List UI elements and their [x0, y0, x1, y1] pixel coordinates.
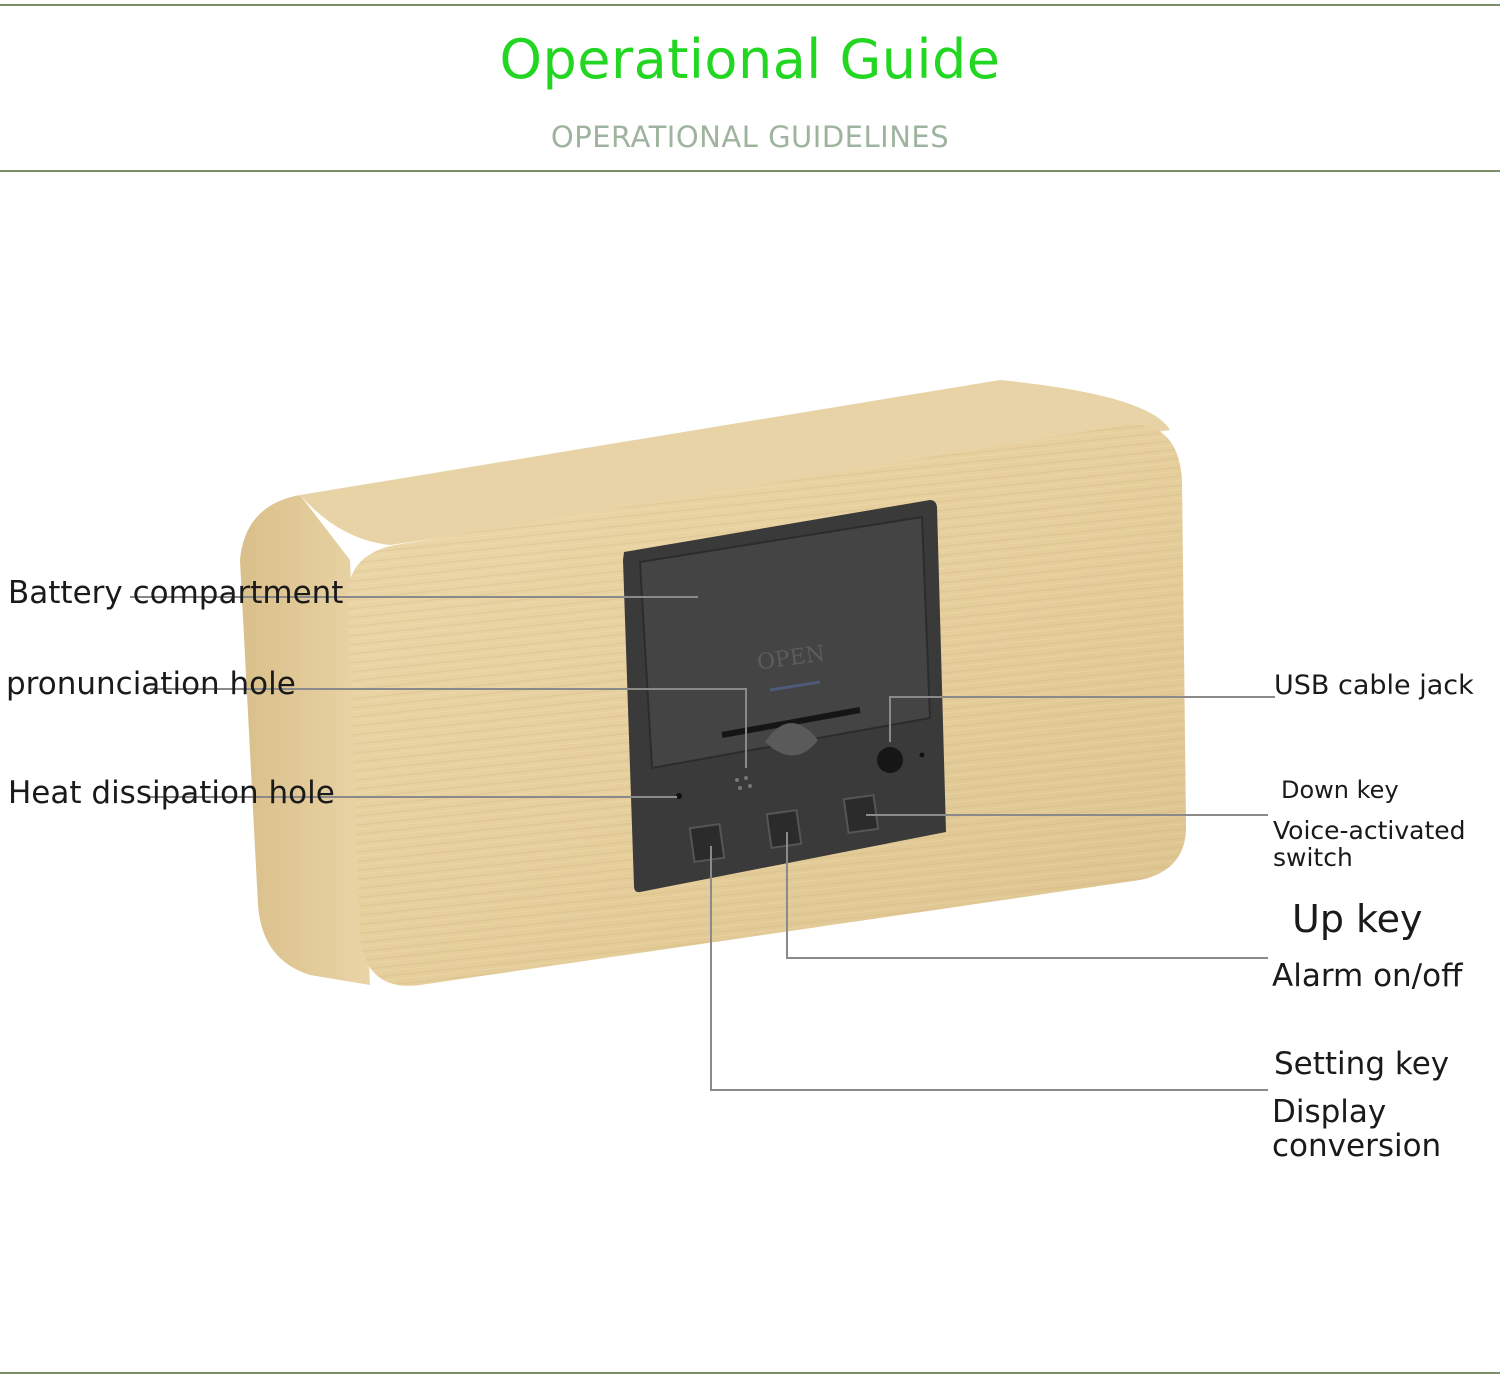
leader-setting — [710, 846, 1268, 1091]
leader-up — [786, 832, 1268, 959]
label-up-key: Up key — [1292, 897, 1423, 941]
page-subtitle: OPERATIONAL GUIDELINES — [550, 120, 950, 154]
label-down-key: Down key — [1281, 776, 1399, 804]
label-usb-cable-jack: USB cable jack — [1274, 670, 1474, 701]
header-rule — [0, 170, 1500, 172]
setting-key-button — [688, 822, 726, 864]
heat-hole — [676, 793, 682, 799]
page-title: Operational Guide — [499, 28, 1001, 91]
speaker-holes — [735, 776, 752, 790]
up-key-button — [765, 808, 803, 850]
top-rule — [0, 4, 1500, 6]
label-setting-key: Setting key — [1274, 1046, 1450, 1082]
leader-pronunciation — [150, 688, 747, 768]
label-display-conversion-line2: conversion — [1272, 1128, 1442, 1164]
label-voice-activated-line2: switch — [1273, 843, 1353, 872]
battery-cover-arrow — [769, 680, 821, 692]
label-display-conversion-line1: Display — [1272, 1094, 1387, 1130]
usb-led — [919, 752, 925, 758]
down-key-button — [842, 793, 880, 835]
bottom-rule — [0, 1372, 1500, 1374]
leader-usb — [889, 696, 1275, 742]
clock-top-face — [300, 380, 1170, 545]
clock-side-face — [240, 495, 370, 985]
label-voice-activated-line1: Voice-activated — [1273, 816, 1466, 845]
label-voice-activated-switch: Voice-activated switch — [1273, 817, 1466, 871]
label-heat-dissipation-hole: Heat dissipation hole — [8, 775, 335, 811]
battery-cover — [638, 515, 932, 770]
label-alarm-on-off: Alarm on/off — [1272, 958, 1463, 994]
label-battery-compartment: Battery compartment — [8, 575, 344, 611]
label-pronunciation-hole: pronunciation hole — [6, 666, 296, 702]
label-display-conversion: Display conversion — [1272, 1095, 1441, 1163]
battery-cover-tab — [765, 722, 818, 756]
usb-jack — [877, 747, 903, 773]
